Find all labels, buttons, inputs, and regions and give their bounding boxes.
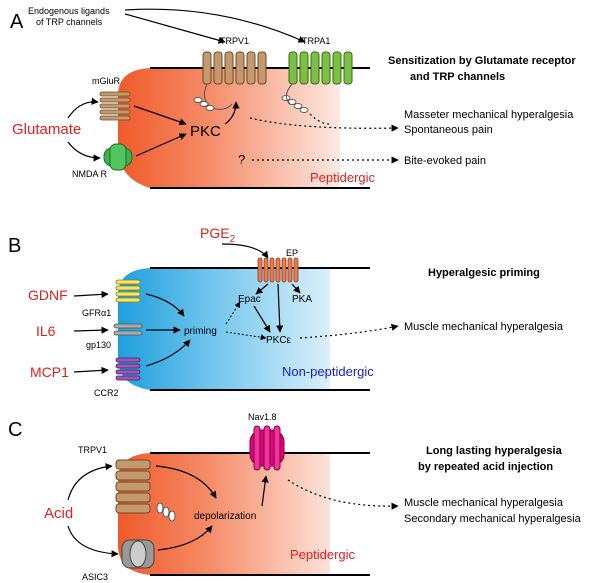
arrow-ep-pka	[291, 283, 301, 294]
outcome-b: Muscle mechanical hyperalgesia	[404, 321, 564, 333]
arrow-gdnf	[73, 290, 109, 298]
panel-c-letter: C	[8, 419, 22, 441]
neuron-a-body	[118, 68, 370, 188]
arrow-to-trpv1	[124, 13, 226, 44]
pkce-label: PKCε	[266, 335, 292, 346]
arrow-acid-trpv1	[67, 463, 113, 501]
outcome-a-3: Bite-evoked pain	[404, 155, 486, 167]
outcome-c-2: Secondary mechanical hyperalgesia	[404, 513, 582, 525]
epac-label: Epac	[238, 294, 261, 305]
trpv1-ankyrin-a	[193, 97, 215, 111]
ccr2-label: CCR2	[94, 388, 119, 398]
nav18-channel	[249, 425, 285, 471]
arrow-mglur-pkc	[133, 105, 187, 126]
trpa1-tail	[286, 83, 293, 105]
arrow-mcp1	[73, 366, 109, 374]
nmda-receptor	[103, 143, 133, 171]
dotted-priming-pkce	[225, 331, 267, 341]
depolarization-label: depolarization	[194, 511, 256, 522]
heading-a-1: Sensitization by Glutamate receptor	[388, 55, 576, 67]
dotted-arrow-outcome-a1	[249, 117, 399, 132]
asic3-channel	[121, 539, 155, 569]
arrow-depol-nav18	[261, 475, 269, 507]
peptidergic-label-c: Peptidergic	[290, 547, 356, 562]
question-mark: ?	[238, 152, 245, 167]
nonpeptidergic-label: Non-peptidergic	[282, 364, 374, 379]
arrow-ccr2-priming	[145, 339, 191, 367]
dotted-arrow-outcome-b	[299, 323, 399, 339]
heading-a-2: and TRP channels	[410, 71, 505, 83]
arrow-pge2-ep	[221, 243, 269, 259]
peptidergic-label-a: Peptidergic	[310, 170, 376, 185]
pkc-label: PKC	[190, 123, 221, 140]
arrow-asic3-depol	[157, 525, 213, 551]
dotted-arrow-outcome-c	[287, 479, 399, 510]
heading-c-1: Long lasting hyperalgesia	[426, 445, 563, 457]
asic3-label: ASIC3	[82, 572, 108, 582]
trpa1-channel	[288, 51, 353, 85]
trpv1-label-c: TRPV1	[78, 445, 107, 455]
dotted-trpa1	[309, 113, 331, 125]
trpv1-channel-a	[202, 51, 267, 85]
neuron-c-body	[118, 453, 370, 575]
pge2-label: PGE2	[200, 225, 236, 245]
heading-b: Hyperalgesic priming	[428, 267, 540, 279]
mglur-receptor	[99, 91, 131, 121]
dotted-priming-epac	[225, 301, 241, 325]
il6-label: IL6	[36, 323, 56, 339]
heading-c-2: by repeated acid injection	[418, 461, 553, 473]
arrow-glutamate-mglur	[67, 97, 99, 119]
arrow-acid-asic3	[67, 525, 119, 558]
arrow-ep-epac	[255, 283, 269, 295]
pka-label: PKA	[292, 294, 312, 305]
endogenous-ligands-label-1: Endogenous ligands	[28, 6, 110, 16]
arrow-nmda-pkc	[135, 133, 187, 157]
ccr2-receptor	[115, 357, 141, 381]
panel-a-letter: A	[10, 11, 24, 33]
ep-receptor	[257, 257, 299, 283]
trpv1-channel-c	[115, 459, 151, 514]
arrow-ep-pkce	[276, 283, 284, 333]
arrow-epac-pkce	[253, 305, 271, 333]
gp130-label: gp130	[86, 340, 111, 350]
trpv1-ankyrin-c	[156, 502, 176, 522]
arrow-pkc-trpv1	[224, 101, 240, 125]
panel-b-letter: B	[8, 235, 21, 257]
trpa1-ankyrin	[281, 95, 309, 113]
priming-label: priming	[184, 326, 217, 337]
endogenous-ligands-label-2: of TRP channels	[36, 17, 103, 27]
acid-label: Acid	[44, 505, 73, 522]
arrow-gfra1-priming	[145, 293, 185, 317]
trpa1-label: TRPA1	[302, 36, 330, 46]
arrow-trpv1-depol	[155, 465, 217, 499]
mglur-label: mGluR	[92, 76, 121, 86]
neuron-b-body	[118, 268, 370, 390]
arrow-glutamate-nmda	[67, 141, 101, 162]
trpv1-label-a: TRPV1	[220, 36, 249, 46]
ep-label: EP	[286, 248, 298, 258]
nmdar-label: NMDA R	[72, 169, 108, 179]
outcome-a-2: Spontaneous pain	[404, 124, 493, 136]
arrow-to-trpa1	[124, 8, 306, 43]
panel-b: B PGE2 EP Hyperalgesic priming GDNF IL6 …	[8, 225, 564, 400]
glutamate-label: Glutamate	[12, 121, 81, 138]
outcome-a-1: Masseter mechanical hyperalgesia	[404, 109, 574, 121]
gp130-receptor	[113, 323, 143, 336]
gdnf-label: GDNF	[28, 287, 68, 303]
outcome-c-1: Muscle mechanical hyperalgesia	[404, 497, 564, 509]
panel-a: A Endogenous ligands of TRP channels TRP…	[10, 6, 576, 200]
nav18-label: Nav1.8	[248, 412, 277, 422]
gfra1-receptor	[115, 279, 141, 303]
gfra1-label: GFRα1	[82, 308, 111, 318]
panel-c: C Nav1.8 Long lasting hyperalgesia by re…	[8, 412, 582, 583]
arrow-il6	[73, 326, 109, 334]
mcp1-label: MCP1	[30, 364, 69, 380]
